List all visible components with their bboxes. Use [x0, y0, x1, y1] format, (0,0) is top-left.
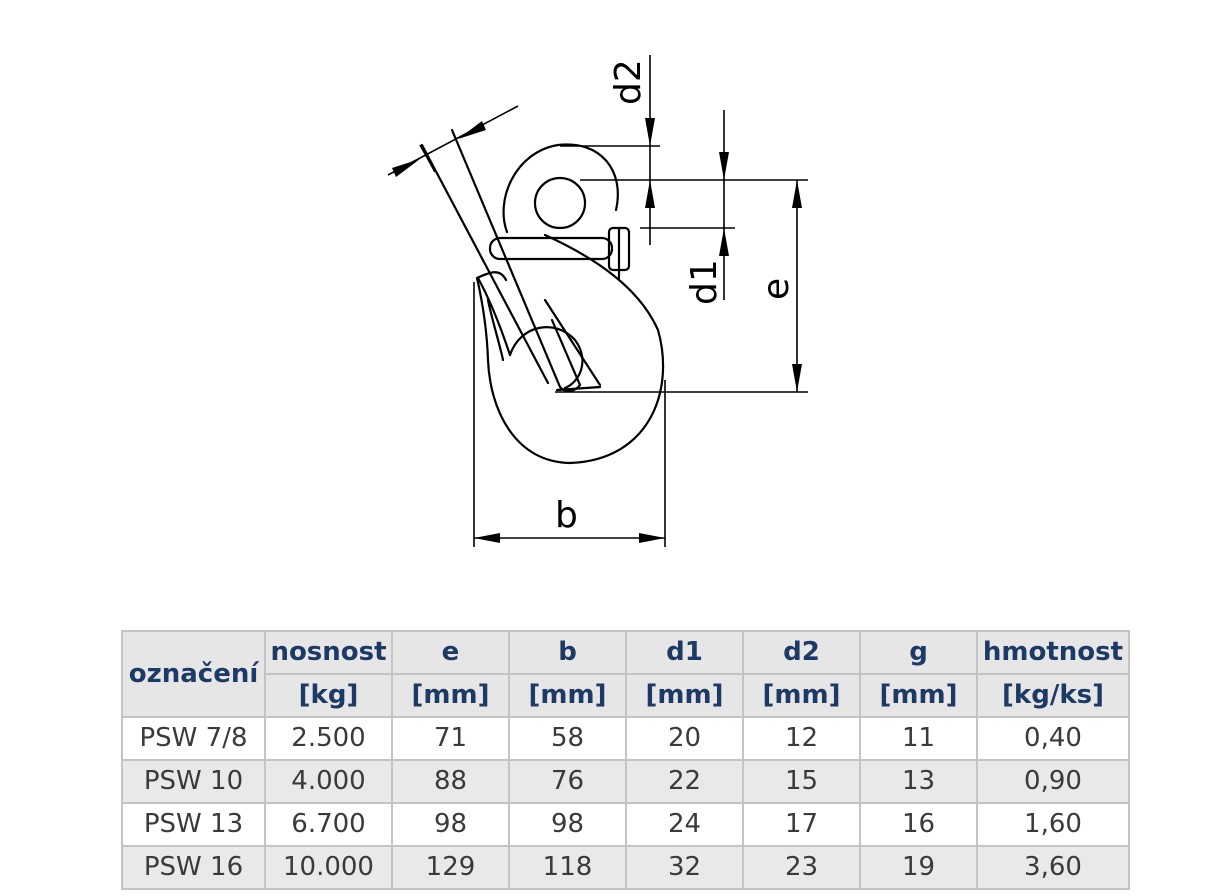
- unit-cell: [kg]: [264, 673, 393, 718]
- table-cell: 58: [508, 716, 627, 761]
- table-row: PSW 16 10.000 129 118 32 23 19 3,60: [121, 845, 1130, 890]
- table-cell: 76: [508, 759, 627, 804]
- dim-label-d2: d2: [608, 59, 649, 105]
- table-cell: 19: [859, 845, 978, 890]
- table-cell: 16: [859, 802, 978, 847]
- unit-cell: [mm]: [625, 673, 744, 718]
- table-cell: PSW 7/8: [121, 716, 266, 761]
- table-cell: 129: [391, 845, 510, 890]
- table-cell: 17: [742, 802, 861, 847]
- unit-cell: [kg/ks]: [976, 673, 1130, 718]
- table-cell: 20: [625, 716, 744, 761]
- hook-spec-table: označení nosnost e b d1 d2 g hmotnost [k…: [121, 630, 1130, 890]
- table-cell: 71: [391, 716, 510, 761]
- table-cell: 2.500: [264, 716, 393, 761]
- table-row: PSW 10 4.000 88 76 22 15 13 0,90: [121, 759, 1130, 804]
- table-cell: 4.000: [264, 759, 393, 804]
- header-hmotnost: hmotnost: [976, 630, 1130, 675]
- dim-label-e: e: [756, 278, 797, 300]
- table-row: PSW 13 6.700 98 98 24 17 16 1,60: [121, 802, 1130, 847]
- unit-cell: [mm]: [508, 673, 627, 718]
- table-cell: 12: [742, 716, 861, 761]
- table-cell: 32: [625, 845, 744, 890]
- table-cell: 10.000: [264, 845, 393, 890]
- dimension-arrows: [392, 118, 802, 543]
- dim-label-d1: d1: [684, 259, 725, 305]
- table-cell: PSW 16: [121, 845, 266, 890]
- header-row: označení nosnost e b d1 d2 g hmotnost: [121, 630, 1130, 718]
- table-cell: 98: [391, 802, 510, 847]
- table-cell: 3,60: [976, 845, 1130, 890]
- header-e: e: [391, 630, 510, 675]
- table-cell: 88: [391, 759, 510, 804]
- table-cell: 23: [742, 845, 861, 890]
- table-cell: 6.700: [264, 802, 393, 847]
- table-cell: 22: [625, 759, 744, 804]
- hook-outline: [420, 128, 665, 465]
- dim-label-b: b: [555, 495, 578, 536]
- table-cell: 24: [625, 802, 744, 847]
- header-b: b: [508, 630, 627, 675]
- table-cell: 1,60: [976, 802, 1130, 847]
- table-cell: 118: [508, 845, 627, 890]
- header-g: g: [859, 630, 978, 675]
- table-cell: 98: [508, 802, 627, 847]
- table-cell: PSW 13: [121, 802, 266, 847]
- unit-cell: [mm]: [742, 673, 861, 718]
- unit-cell: [mm]: [391, 673, 510, 718]
- header-d2: d2: [742, 630, 861, 675]
- table-row: PSW 7/8 2.500 71 58 20 12 11 0,40: [121, 716, 1130, 761]
- table-cell: 13: [859, 759, 978, 804]
- hook-diagram: d2 d1 e b: [387, 55, 808, 547]
- hook-technical-drawing: d2 d1 e b: [387, 55, 808, 547]
- header-oznaceni: označení: [121, 630, 266, 718]
- header-d1: d1: [625, 630, 744, 675]
- header-nosnost: nosnost: [264, 630, 393, 675]
- table-cell: 0,40: [976, 716, 1130, 761]
- table-cell: 15: [742, 759, 861, 804]
- unit-cell: [mm]: [859, 673, 978, 718]
- table-cell: 11: [859, 716, 978, 761]
- table-cell: PSW 10: [121, 759, 266, 804]
- table-cell: 0,90: [976, 759, 1130, 804]
- units-row: [kg] [mm] [mm] [mm] [mm] [mm] [kg/ks]: [122, 673, 1130, 718]
- dimension-lines: [387, 55, 808, 547]
